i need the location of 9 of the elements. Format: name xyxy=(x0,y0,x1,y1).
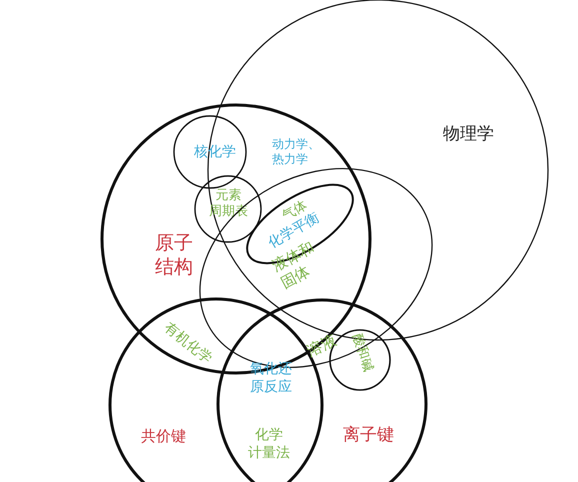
region-label: 动力学、热力学 xyxy=(272,137,321,167)
region-label: 物理学 xyxy=(443,124,495,146)
region-label: 共价键 xyxy=(141,427,187,446)
region-label: 原子结构 xyxy=(155,232,194,280)
region-label: 化学计量法 xyxy=(248,427,291,462)
region-label: 酸和碱 xyxy=(348,332,376,376)
region-label: 有机化学 xyxy=(160,320,216,369)
region-label: 离子键 xyxy=(343,425,395,446)
region-label: 溶液 xyxy=(304,330,340,361)
